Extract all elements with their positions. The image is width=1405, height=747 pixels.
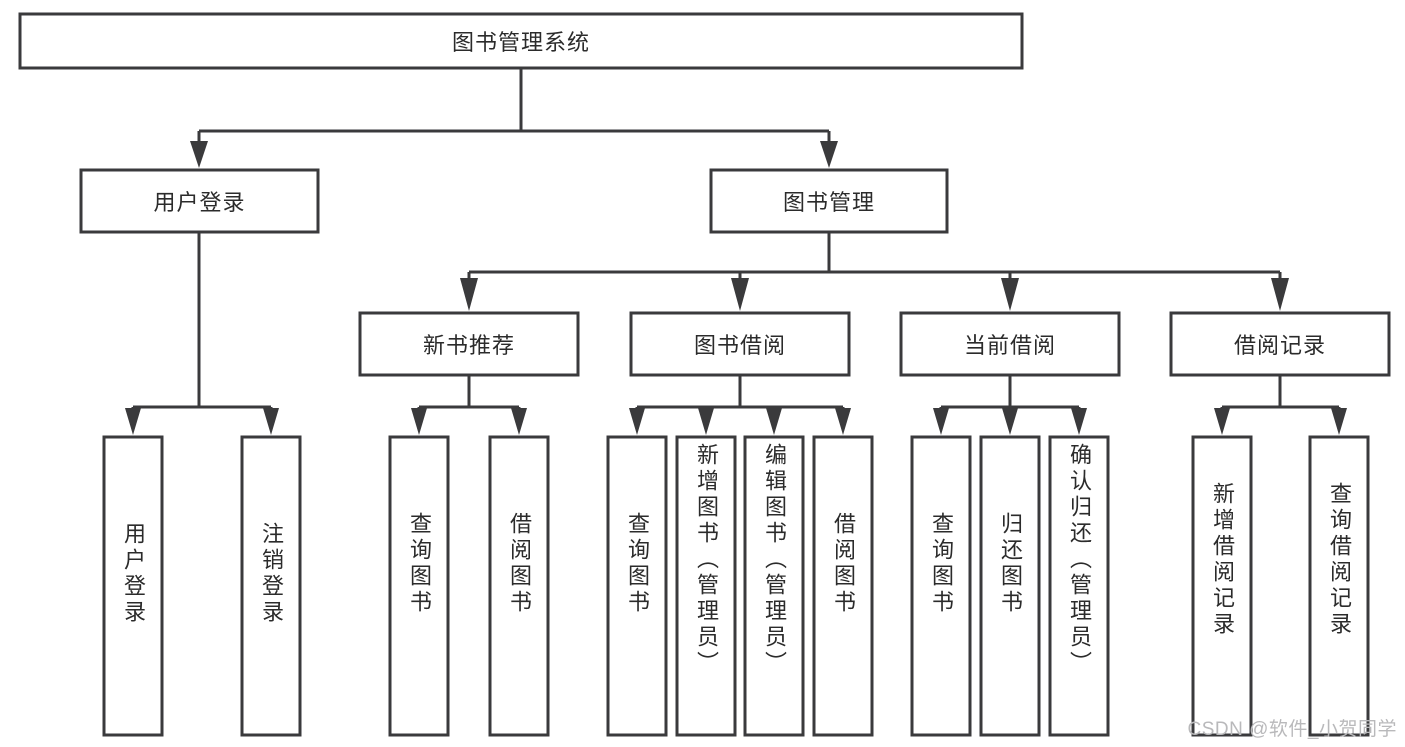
node-book-management bbox=[709, 168, 949, 234]
leaf-box-book-borrow-4 bbox=[812, 435, 874, 737]
leaf-box-book-borrow-3 bbox=[743, 435, 805, 737]
leaf-box-current-borrow-1 bbox=[910, 435, 972, 737]
arrowhead-leaf-u1 bbox=[125, 408, 141, 435]
arrowhead-leaf-cb2 bbox=[1002, 408, 1018, 435]
arrowhead-leaf-u2 bbox=[263, 408, 279, 435]
leaf-box-borrow-record-2 bbox=[1308, 435, 1370, 737]
arrowhead-to-user-login bbox=[190, 141, 208, 168]
arrowhead-to-book-mgmt bbox=[820, 141, 838, 168]
arrowhead-leaf-br1 bbox=[1214, 408, 1230, 435]
node-root bbox=[18, 12, 1024, 70]
arrowhead-leaf-nb2 bbox=[511, 408, 527, 435]
leaf-box-current-borrow-2 bbox=[979, 435, 1041, 737]
node-borrow-record bbox=[1169, 311, 1391, 377]
leaf-box-user-login-1 bbox=[102, 435, 164, 737]
leaf-box-new-book-1 bbox=[388, 435, 450, 737]
leaf-box-borrow-record-1 bbox=[1191, 435, 1253, 737]
leaf-box-user-login-2 bbox=[240, 435, 302, 737]
node-book-borrow bbox=[629, 311, 851, 377]
arrowhead-leaf-bb3 bbox=[766, 408, 782, 435]
node-new-book-recommend bbox=[358, 311, 580, 377]
arrowhead-leaf-bb1 bbox=[629, 408, 645, 435]
arrowhead-leaf-cb3 bbox=[1071, 408, 1087, 435]
arrowhead-leaf-nb1 bbox=[411, 408, 427, 435]
leaf-box-book-borrow-2 bbox=[675, 435, 737, 737]
leaf-box-current-borrow-3 bbox=[1048, 435, 1110, 737]
node-user-login bbox=[79, 168, 320, 234]
node-current-borrow bbox=[899, 311, 1121, 377]
arrowhead-to-borrow-record bbox=[1271, 278, 1289, 311]
arrowhead-leaf-cb1 bbox=[933, 408, 949, 435]
arrowhead-leaf-bb2 bbox=[698, 408, 714, 435]
csdn-watermark: CSDN @软件_小贺同学 bbox=[1187, 719, 1397, 740]
leaf-box-book-borrow-1 bbox=[606, 435, 668, 737]
arrowhead-leaf-br2 bbox=[1331, 408, 1347, 435]
leaf-box-new-book-2 bbox=[488, 435, 550, 737]
arrowhead-to-new-book bbox=[460, 278, 478, 311]
arrowhead-to-current-borrow bbox=[1001, 278, 1019, 311]
arrowhead-to-borrow bbox=[731, 278, 749, 311]
arrowhead-leaf-bb4 bbox=[835, 408, 851, 435]
